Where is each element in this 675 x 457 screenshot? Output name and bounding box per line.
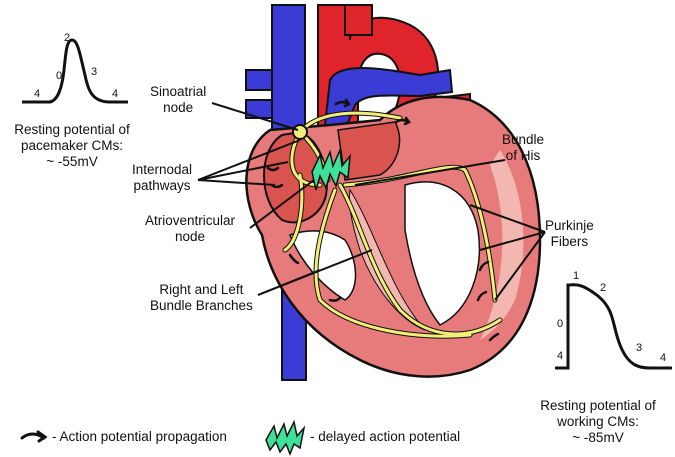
left-atrium	[337, 121, 401, 181]
pacemaker-phase-4-left: 4	[34, 88, 41, 100]
legend-av-icon	[265, 419, 306, 457]
legend-delayed-text: - delayed action potential	[310, 429, 461, 444]
leader-lines	[197, 102, 546, 301]
pacemaker-phase-3: 3	[91, 66, 98, 78]
pacemaker-ap-curve	[22, 38, 128, 104]
working-phase-1: 1	[573, 270, 580, 282]
pacemaker-caption: Resting potential of pacemaker CMs: ~ -5…	[14, 122, 130, 169]
sa-node	[292, 124, 308, 140]
pulmonary-artery	[323, 67, 454, 132]
pacemaker-phase-0: 0	[56, 70, 63, 82]
ventricle-wall-shade	[480, 150, 524, 340]
superior-vena-cava	[271, 4, 306, 131]
working-phase-3: 3	[636, 342, 643, 354]
legend-arrow-icon	[20, 430, 48, 443]
pacemaker-phase-4-right: 4	[112, 88, 119, 100]
working-phase-4-left: 4	[557, 350, 564, 362]
working-phase-4-right: 4	[660, 352, 667, 364]
av-node-shape	[311, 147, 351, 191]
propagation-arrows	[266, 98, 500, 342]
working-phase-2: 2	[600, 282, 607, 294]
pulmonary-vein-left-2	[245, 99, 273, 119]
working-phase-0: 0	[557, 318, 564, 330]
pacemaker-phase-2: 2	[64, 32, 71, 44]
pulmonary-vein-left	[245, 69, 273, 91]
working-caption: Resting potential of working CMs: ~ -85m…	[540, 398, 656, 445]
aorta-top-vessel	[344, 4, 373, 36]
left-ventricle	[404, 181, 481, 326]
legend-propagation-text: - Action potential propagation	[52, 429, 227, 444]
working-ap-curve	[555, 283, 672, 370]
